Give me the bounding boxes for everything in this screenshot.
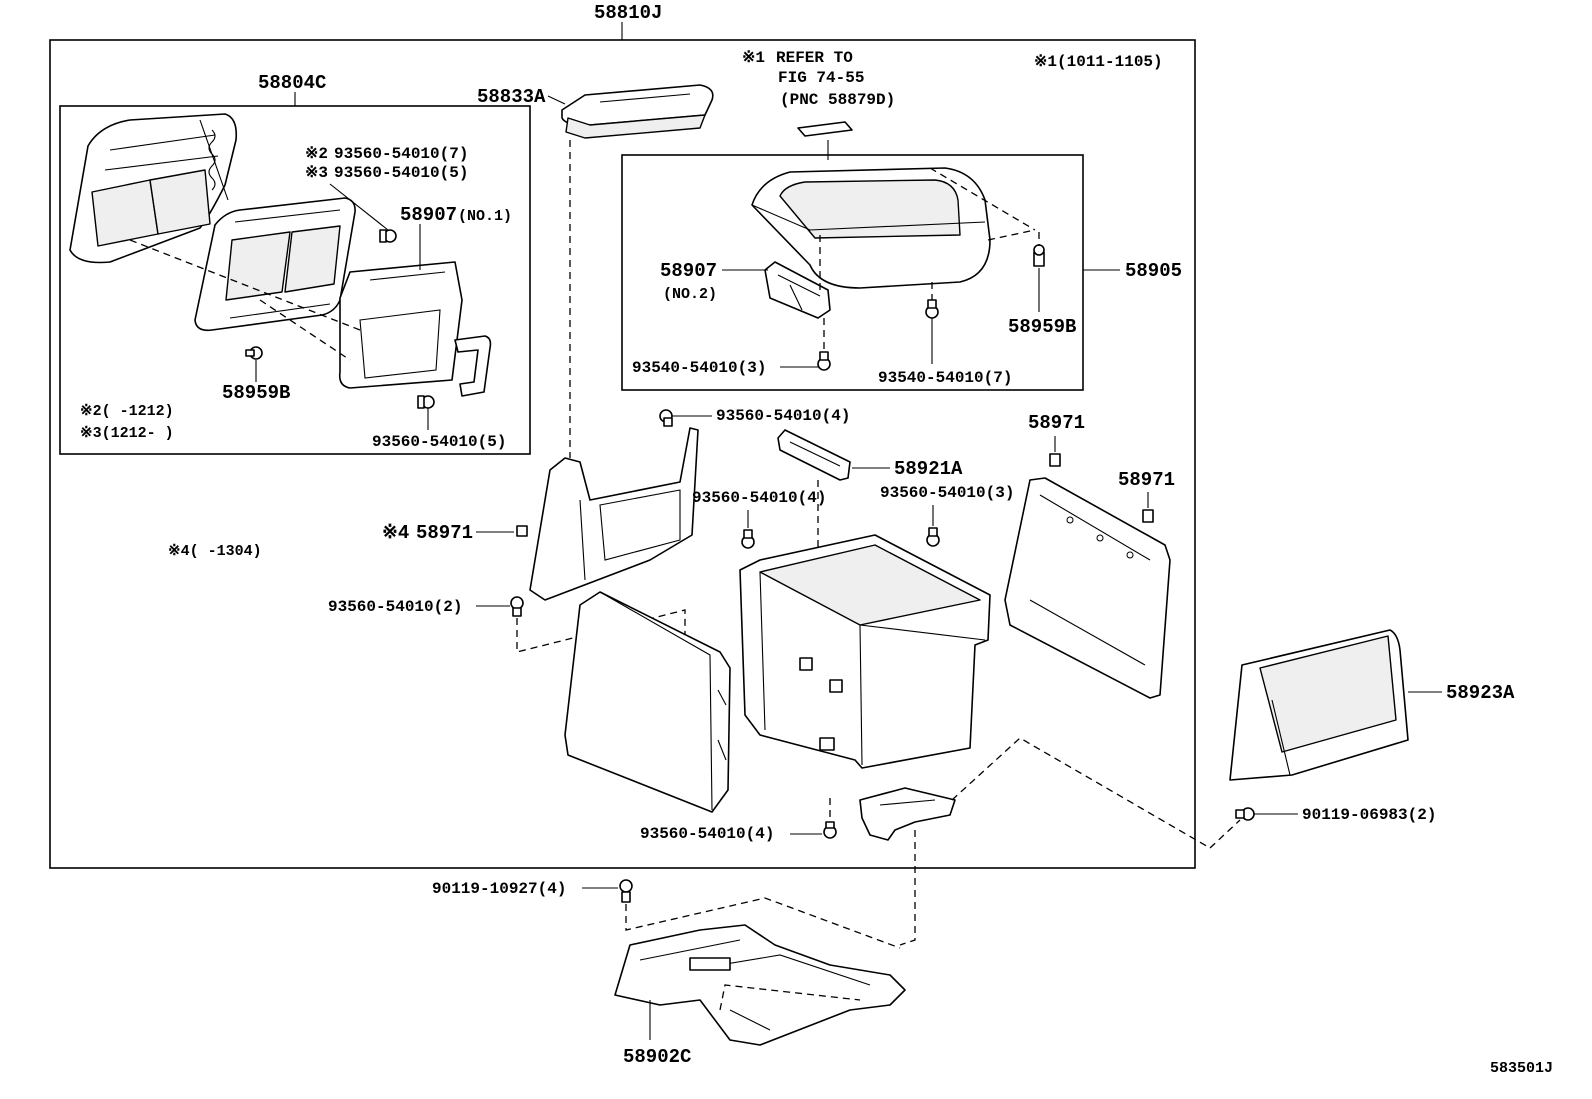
label-note-2a: ※2 — [305, 145, 328, 163]
clip-icon — [1049, 453, 1061, 467]
refer-pad — [797, 121, 853, 137]
console-box — [739, 534, 991, 769]
clip-icon — [1033, 244, 1045, 267]
label-bolt-upper-mid: 93560-54010(4) — [716, 407, 850, 425]
label-top-assembly: 58810J — [594, 2, 662, 24]
label-refer-line1: REFER TO — [776, 49, 853, 67]
screw-icon — [817, 351, 831, 371]
label-screw-armrest: 93540-54010(7) — [878, 369, 1012, 387]
armrest-lid — [751, 167, 991, 289]
base-bracket — [614, 924, 906, 1046]
bolt-icon — [510, 596, 524, 617]
bolt-icon — [659, 409, 673, 427]
right-side-panel — [1004, 477, 1171, 699]
label-base-bracket: 58902C — [623, 1046, 691, 1068]
label-hinge-no1: 58907 — [400, 204, 457, 226]
label-refer-line2: FIG 74-55 — [778, 69, 864, 87]
label-hinge-no2-suffix: (NO.2) — [663, 286, 717, 303]
label-bolt-left-bottom: 93560-54010(5) — [372, 433, 506, 451]
label-refer-line3: (PNC 58879D) — [780, 91, 895, 109]
rear-switch-bezel — [194, 197, 356, 332]
label-lid-top: 58833A — [477, 86, 546, 108]
label-bolt-mid-right: 93560-54010(3) — [880, 484, 1014, 502]
lower-mount-bracket — [859, 787, 956, 841]
hinge-no1-bracket — [338, 261, 492, 397]
front-side-panel — [529, 427, 699, 601]
armrest-frame — [621, 154, 1084, 391]
label-bolt-mid-left: 93560-54010(4) — [692, 489, 826, 507]
label-bolt-lower-left: 93560-54010(2) — [328, 598, 462, 616]
label-hinge-no2: 58907 — [660, 260, 717, 282]
label-clip-right-panel: 58971 — [1118, 469, 1175, 491]
label-note-4a: ※4 — [382, 522, 409, 544]
hinge-no2-bracket — [764, 261, 831, 319]
rear-cover — [1229, 629, 1409, 781]
clip-icon — [245, 346, 263, 360]
label-refer-mark: ※1 — [742, 49, 765, 67]
screw-icon — [925, 299, 939, 319]
label-bolt-lower-mid: 93560-54010(4) — [640, 825, 774, 843]
label-clip-right: 58959B — [1008, 316, 1076, 338]
label-note-1: ※1(1011-1105) — [1034, 53, 1163, 71]
bolt-icon — [741, 529, 755, 549]
label-part-2a: 93560-54010(7) — [334, 145, 468, 163]
label-sub-assembly: 58804C — [258, 72, 326, 94]
clip-icon — [516, 525, 528, 537]
label-clip-left: 58959B — [222, 382, 290, 404]
bracket-58921a — [777, 429, 851, 481]
label-clip-mid-left: 58971 — [416, 522, 473, 544]
bolt-icon — [379, 229, 397, 243]
label-figure-code: 583501J — [1490, 1060, 1553, 1077]
bolt-icon — [417, 395, 435, 409]
label-screw-rear: 90119-06983(2) — [1302, 806, 1436, 824]
label-clip-upper-right: 58971 — [1028, 412, 1085, 434]
label-armrest: 58905 — [1125, 260, 1182, 282]
clip-icon — [1142, 509, 1154, 523]
label-hinge-no1-suffix: (NO.1) — [458, 208, 512, 225]
lid-top — [561, 84, 714, 139]
front-lower-panel — [564, 591, 731, 813]
label-note-3a: ※3 — [305, 164, 328, 182]
label-note-3-range: ※3(1212- ) — [80, 425, 174, 442]
label-rear-cover: 58923A — [1446, 682, 1515, 704]
bolt-icon — [926, 527, 940, 547]
screw-icon — [1235, 807, 1255, 821]
label-note-4-range: ※4( -1304) — [168, 543, 262, 560]
bolt-icon — [619, 879, 633, 903]
label-bolt-bracket: 90119-10927(4) — [432, 880, 566, 898]
label-screw-hinge: 93540-54010(3) — [632, 359, 766, 377]
label-bracket: 58921A — [894, 458, 963, 480]
label-part-3a: 93560-54010(5) — [334, 164, 468, 182]
rear-vent-panel — [69, 113, 238, 264]
bolt-icon — [823, 821, 837, 839]
label-note-2-range: ※2( -1212) — [80, 403, 174, 420]
